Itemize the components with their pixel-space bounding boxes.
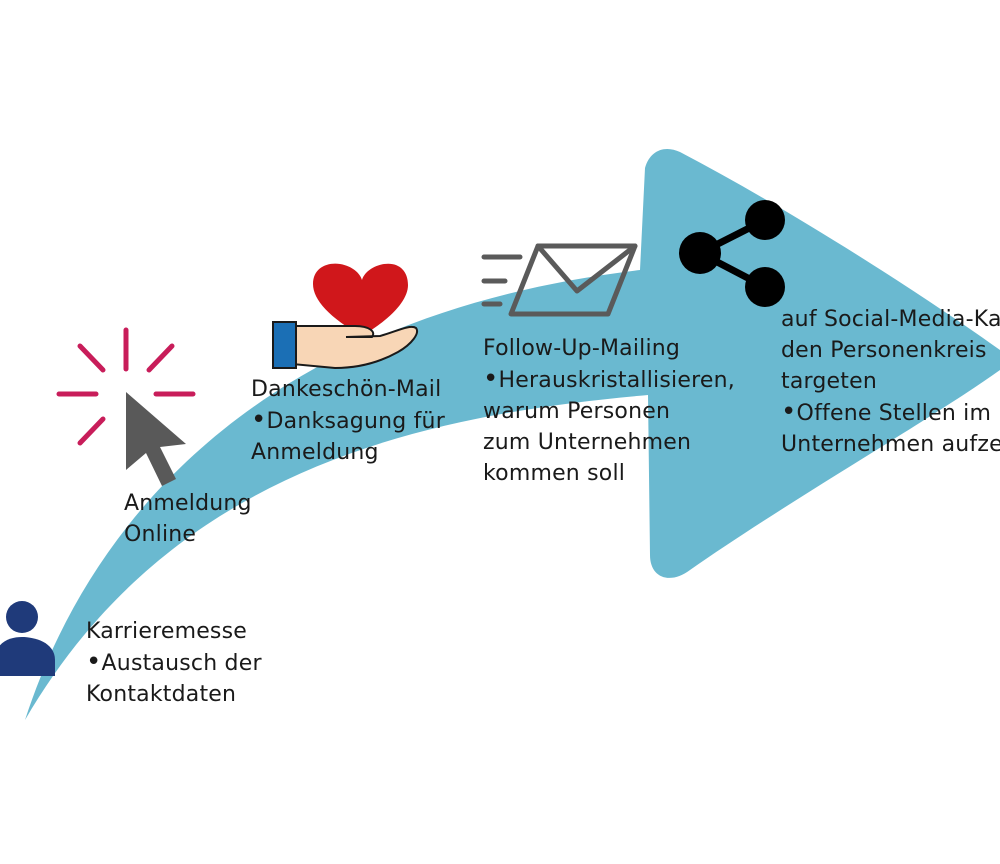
hand-shape <box>291 325 418 370</box>
click-rays-icon <box>56 327 196 446</box>
step-dankeschoen-mail: Dankeschön-Mail Danksagung für Anmeldung <box>251 374 445 468</box>
sleeve-shape <box>272 321 297 369</box>
bullet-text: Danksagung für <box>266 409 445 434</box>
step-title: Anmeldung <box>124 491 252 516</box>
step-line: kommen soll <box>483 461 626 486</box>
person-icon <box>0 601 55 676</box>
step-title: Dankeschön-Mail <box>251 377 442 402</box>
envelope-icon <box>481 243 638 317</box>
bullet-text: Austausch der <box>101 651 262 676</box>
step-karrieremesse: Karrieremesse Austausch der Kontaktdaten <box>86 616 262 710</box>
step-bullet: Austausch der <box>86 647 262 679</box>
step-title: Karrieremesse <box>86 619 247 644</box>
step-line: warum Personen <box>483 399 671 424</box>
heart-icon <box>313 263 408 336</box>
step-title: Follow-Up-Mailing <box>483 336 681 361</box>
heart-hand-icon <box>272 263 418 370</box>
step-line: Unternehmen aufze <box>781 432 1000 457</box>
bullet-text: Offene Stellen im <box>796 401 992 426</box>
step-title-line2: Online <box>124 522 197 547</box>
step-line: auf Social-Media-Ka <box>781 307 1000 332</box>
bullet-text: Herauskristallisieren, <box>498 368 735 393</box>
step-line: zum Unternehmen <box>483 430 692 455</box>
step-bullet: Offene Stellen im <box>781 397 1000 429</box>
step-line: den Personenkreis <box>781 338 987 363</box>
step-bullet: Danksagung für <box>251 405 445 437</box>
step-bullet: Herauskristallisieren, <box>483 364 735 396</box>
step-line: targeten <box>781 369 877 394</box>
step-follow-up-mailing: Follow-Up-Mailing Herauskristallisieren,… <box>483 333 735 489</box>
step-anmeldung: Anmeldung Online <box>124 488 252 550</box>
step-line: Kontaktdaten <box>86 682 237 707</box>
step-line: Anmeldung <box>251 440 379 465</box>
cursor-icon <box>126 392 186 486</box>
share-icon <box>679 200 785 307</box>
step-social-media: auf Social-Media-Ka den Personenkreis ta… <box>781 304 1000 460</box>
